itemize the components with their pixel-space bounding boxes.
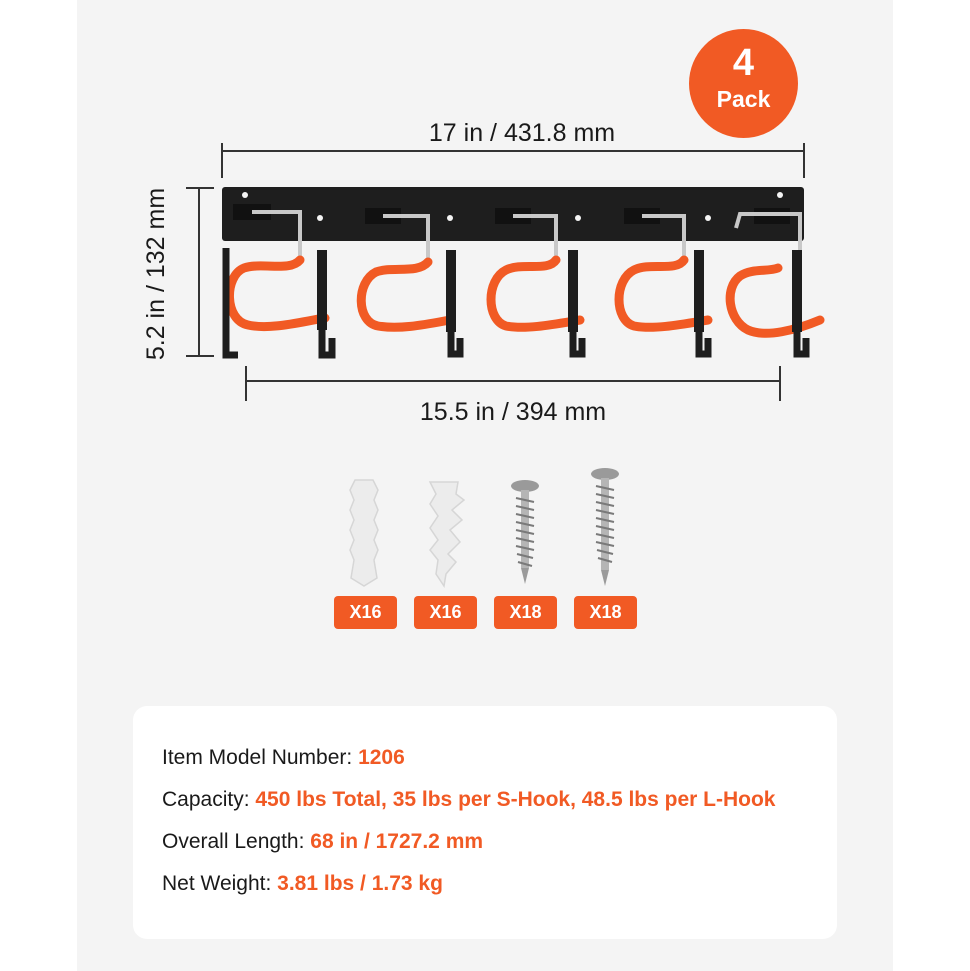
- wall-anchor-ribbed-icon: [349, 479, 379, 587]
- screw-short-icon: [511, 480, 539, 584]
- qty-tag-short-screw: X18: [494, 596, 557, 629]
- hook-1: [222, 204, 336, 359]
- pack-label: Pack: [716, 86, 771, 112]
- mount-spacing-label: 15.5 in / 394 mm: [419, 398, 607, 426]
- qty-tag-long-screw: X18: [574, 596, 637, 629]
- bottom-dimension-line: [245, 366, 781, 401]
- hooks: [222, 204, 825, 359]
- spec-value: 450 lbs Total, 35 lbs per S-Hook, 48.5 l…: [255, 788, 776, 811]
- height-dimension-label: 5.2 in / 132 mm: [142, 187, 170, 361]
- screw-long-icon: [591, 468, 619, 586]
- spec-length: Overall Length: 68 in / 1727.2 mm: [162, 830, 483, 854]
- spec-label: Capacity:: [162, 788, 256, 811]
- top-dimension-line: [221, 143, 805, 178]
- left-dimension-line: [186, 187, 214, 357]
- hook-2: [356, 208, 464, 358]
- qty-tag-ribbed-anchor: X16: [334, 596, 397, 629]
- spec-label: Net Weight:: [162, 872, 278, 895]
- hook-5: [725, 208, 825, 358]
- qty-tag-self-drill-anchor: X16: [414, 596, 477, 629]
- spec-model: Item Model Number: 1206: [162, 746, 405, 770]
- pack-badge: 4 Pack: [689, 29, 798, 138]
- spec-card: Item Model Number: 1206 Capacity: 450 lb…: [133, 706, 837, 939]
- spec-value: 3.81 lbs / 1.73 kg: [277, 872, 443, 895]
- pack-count: 4: [732, 42, 755, 84]
- spec-weight: Net Weight: 3.81 lbs / 1.73 kg: [162, 872, 443, 896]
- spec-label: Item Model Number:: [162, 746, 359, 769]
- spec-label: Overall Length:: [162, 830, 311, 853]
- spec-capacity: Capacity: 450 lbs Total, 35 lbs per S-Ho…: [162, 788, 775, 812]
- width-dimension-label: 17 in / 431.8 mm: [428, 119, 616, 147]
- hook-3: [486, 208, 586, 358]
- spec-value: 1206: [358, 746, 405, 769]
- hook-4: [614, 208, 713, 358]
- spec-value: 68 in / 1727.2 mm: [310, 830, 484, 853]
- rail-holes: [242, 192, 783, 249]
- wall-anchor-self-drill-icon: [428, 481, 466, 588]
